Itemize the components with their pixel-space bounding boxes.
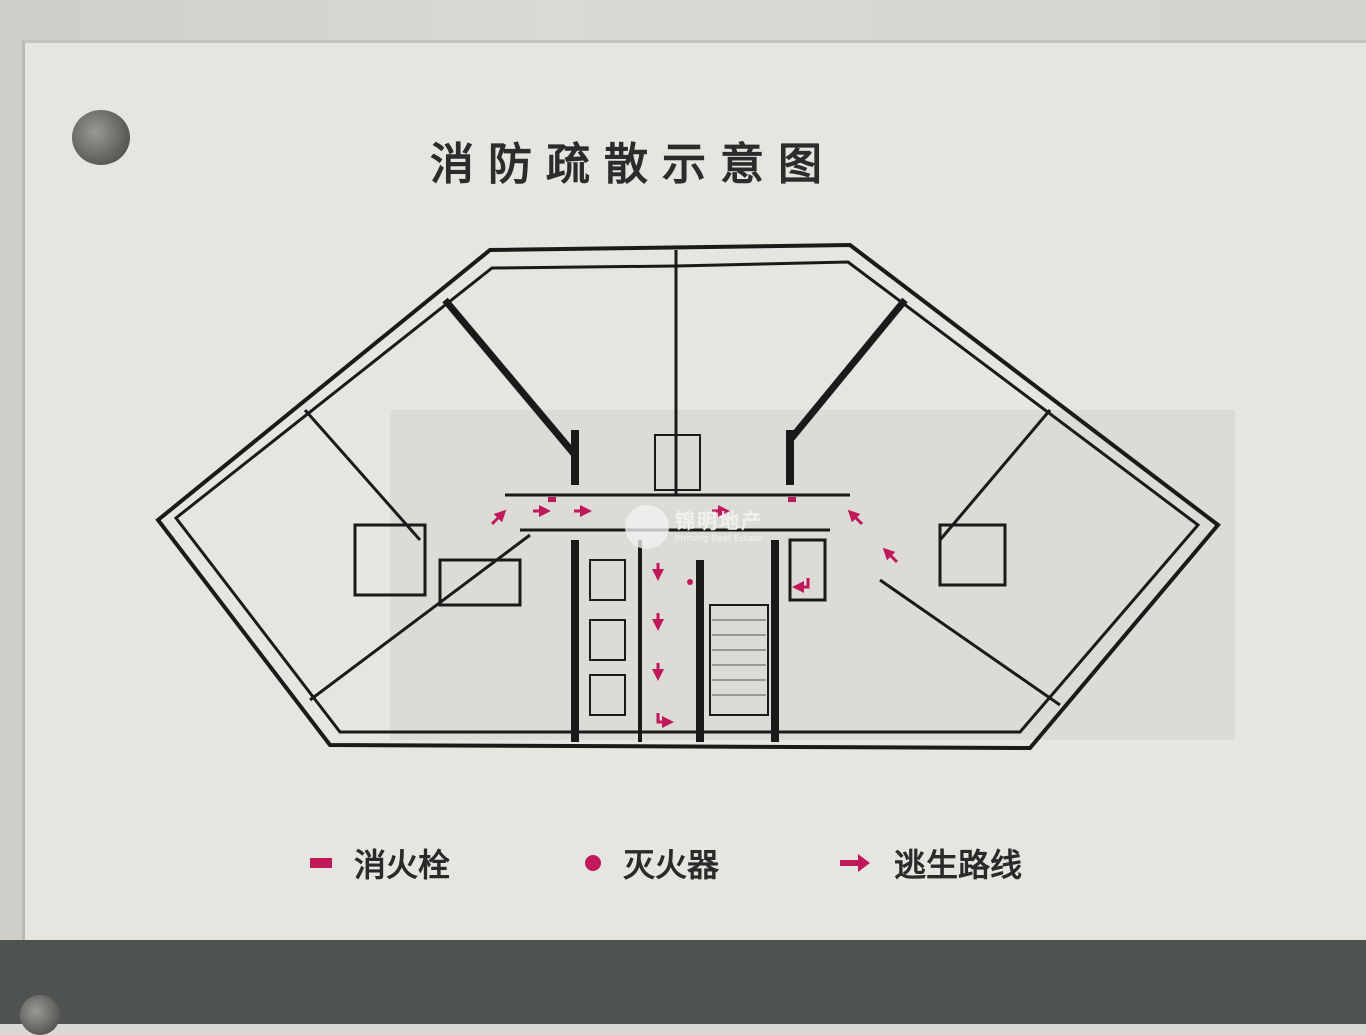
escape-arrow-icon — [656, 713, 674, 728]
escape-arrow-icon — [847, 509, 864, 526]
screw-icon — [72, 110, 130, 165]
watermark-cn: 锦明地产 — [675, 509, 763, 533]
extinguisher-icon — [687, 579, 693, 585]
extinguisher-icon — [585, 855, 601, 871]
outer-wall — [155, 242, 1221, 751]
escape-route-markers — [490, 505, 899, 728]
escape-arrow-icon — [882, 547, 899, 564]
watermark-logo-icon — [625, 505, 669, 549]
watermark: 锦明地产 Jinming Real Estate — [625, 505, 763, 549]
inner-outline — [173, 260, 1201, 734]
legend-escape: 逃生路线 — [838, 840, 1022, 886]
legend-label: 灭火器 — [623, 846, 720, 884]
bottom-frame — [0, 940, 1366, 1024]
legend-label: 消火栓 — [354, 846, 451, 884]
escape-arrow-icon — [840, 854, 870, 872]
diagram-title: 消防疏散示意图 — [430, 139, 836, 190]
fire-hydrant-icon — [310, 858, 332, 868]
shadow-area — [390, 410, 1235, 740]
legend-label: 逃生路线 — [894, 846, 1023, 884]
legend-extinguisher: 灭火器 — [585, 840, 719, 886]
escape-arrow-icon — [490, 509, 507, 526]
fire-hydrant-icon — [548, 497, 556, 502]
fire-hydrant-icon — [788, 497, 796, 502]
escape-arrow-icon — [792, 578, 810, 593]
watermark-en: Jinming Real Estate — [675, 534, 763, 544]
legend-hydrant: 消火栓 — [310, 840, 450, 886]
